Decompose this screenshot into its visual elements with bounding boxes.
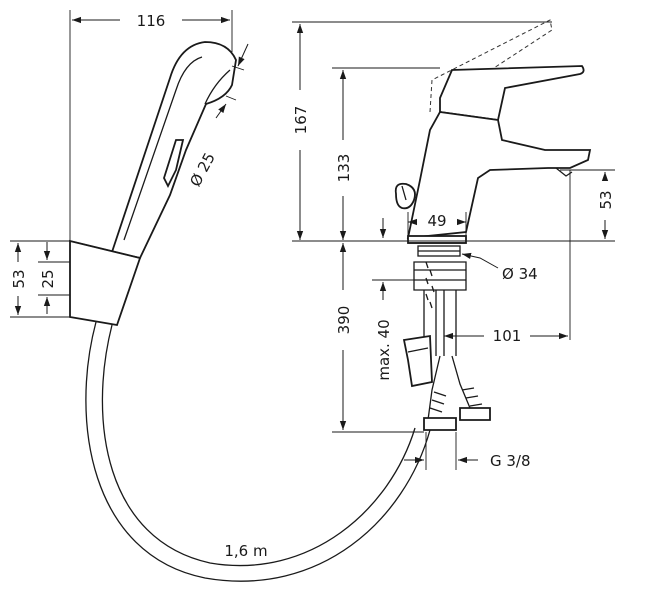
label-hand-shower-width: 116: [137, 12, 166, 30]
label-mixer-height-spout: 133: [335, 154, 353, 183]
shower-holder: [69, 239, 142, 327]
label-holder-inner: 25: [39, 269, 57, 288]
label-hand-shower-diameter: Ø 25: [186, 150, 219, 190]
label-connection-thread: G 3/8: [490, 452, 531, 470]
label-base-width: 49: [427, 212, 446, 230]
label-spout-reach: 101: [493, 327, 522, 345]
label-base-diameter: Ø 34: [502, 265, 538, 283]
label-hose-length: 1,6 m: [224, 542, 267, 560]
dimension-labels: 116 Ø 25 53 25 167 133 53 49 Ø 34 390 ma…: [10, 12, 615, 560]
label-spout-height: 53: [597, 190, 615, 209]
shower-hose: [85, 321, 431, 582]
hand-shower: [110, 41, 237, 260]
label-max-thickness: max. 40: [375, 319, 393, 380]
dimension-lines: [10, 10, 615, 470]
label-below-deck-length: 390: [335, 306, 353, 335]
label-mixer-height-total: 167: [292, 106, 310, 135]
label-holder-height: 53: [10, 269, 28, 288]
mixer-tap: [394, 19, 592, 431]
